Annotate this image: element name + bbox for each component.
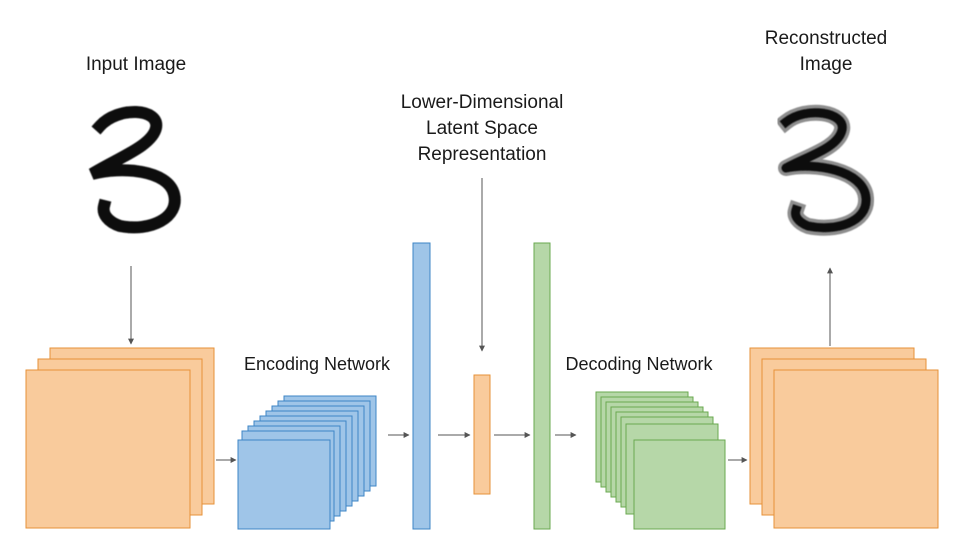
input-image-label: Input Image [85, 54, 187, 75]
latent-space-label-line-1: Lower-Dimensional [400, 92, 564, 113]
latent-space-label-line-3: Representation [417, 144, 547, 165]
latent-space-label-line-2: Latent Space [426, 118, 538, 139]
input-digit-image [88, 106, 181, 234]
decoder-vector-bar [533, 242, 551, 530]
latent-space-bar [473, 374, 491, 495]
decoding-network-stack [595, 391, 726, 530]
reconstructed-image-label-line-2: Image [799, 54, 853, 75]
output-layer-stack [749, 347, 939, 529]
flow-arrows [128, 178, 833, 463]
decoding-network-label: Decoding Network [565, 354, 713, 374]
reconstructed-digit-image [774, 104, 874, 236]
latent-space-label: Lower-Dimensional Latent Space Represent… [372, 90, 592, 168]
encoding-network-stack [237, 395, 377, 530]
encoding-network-label: Encoding Network [243, 354, 391, 374]
reconstructed-image-label: Reconstructed Image [736, 26, 916, 78]
input-layer-stack [25, 347, 215, 529]
encoded-vector-bar [412, 242, 431, 530]
reconstructed-image-label-line-1: Reconstructed [764, 28, 888, 49]
